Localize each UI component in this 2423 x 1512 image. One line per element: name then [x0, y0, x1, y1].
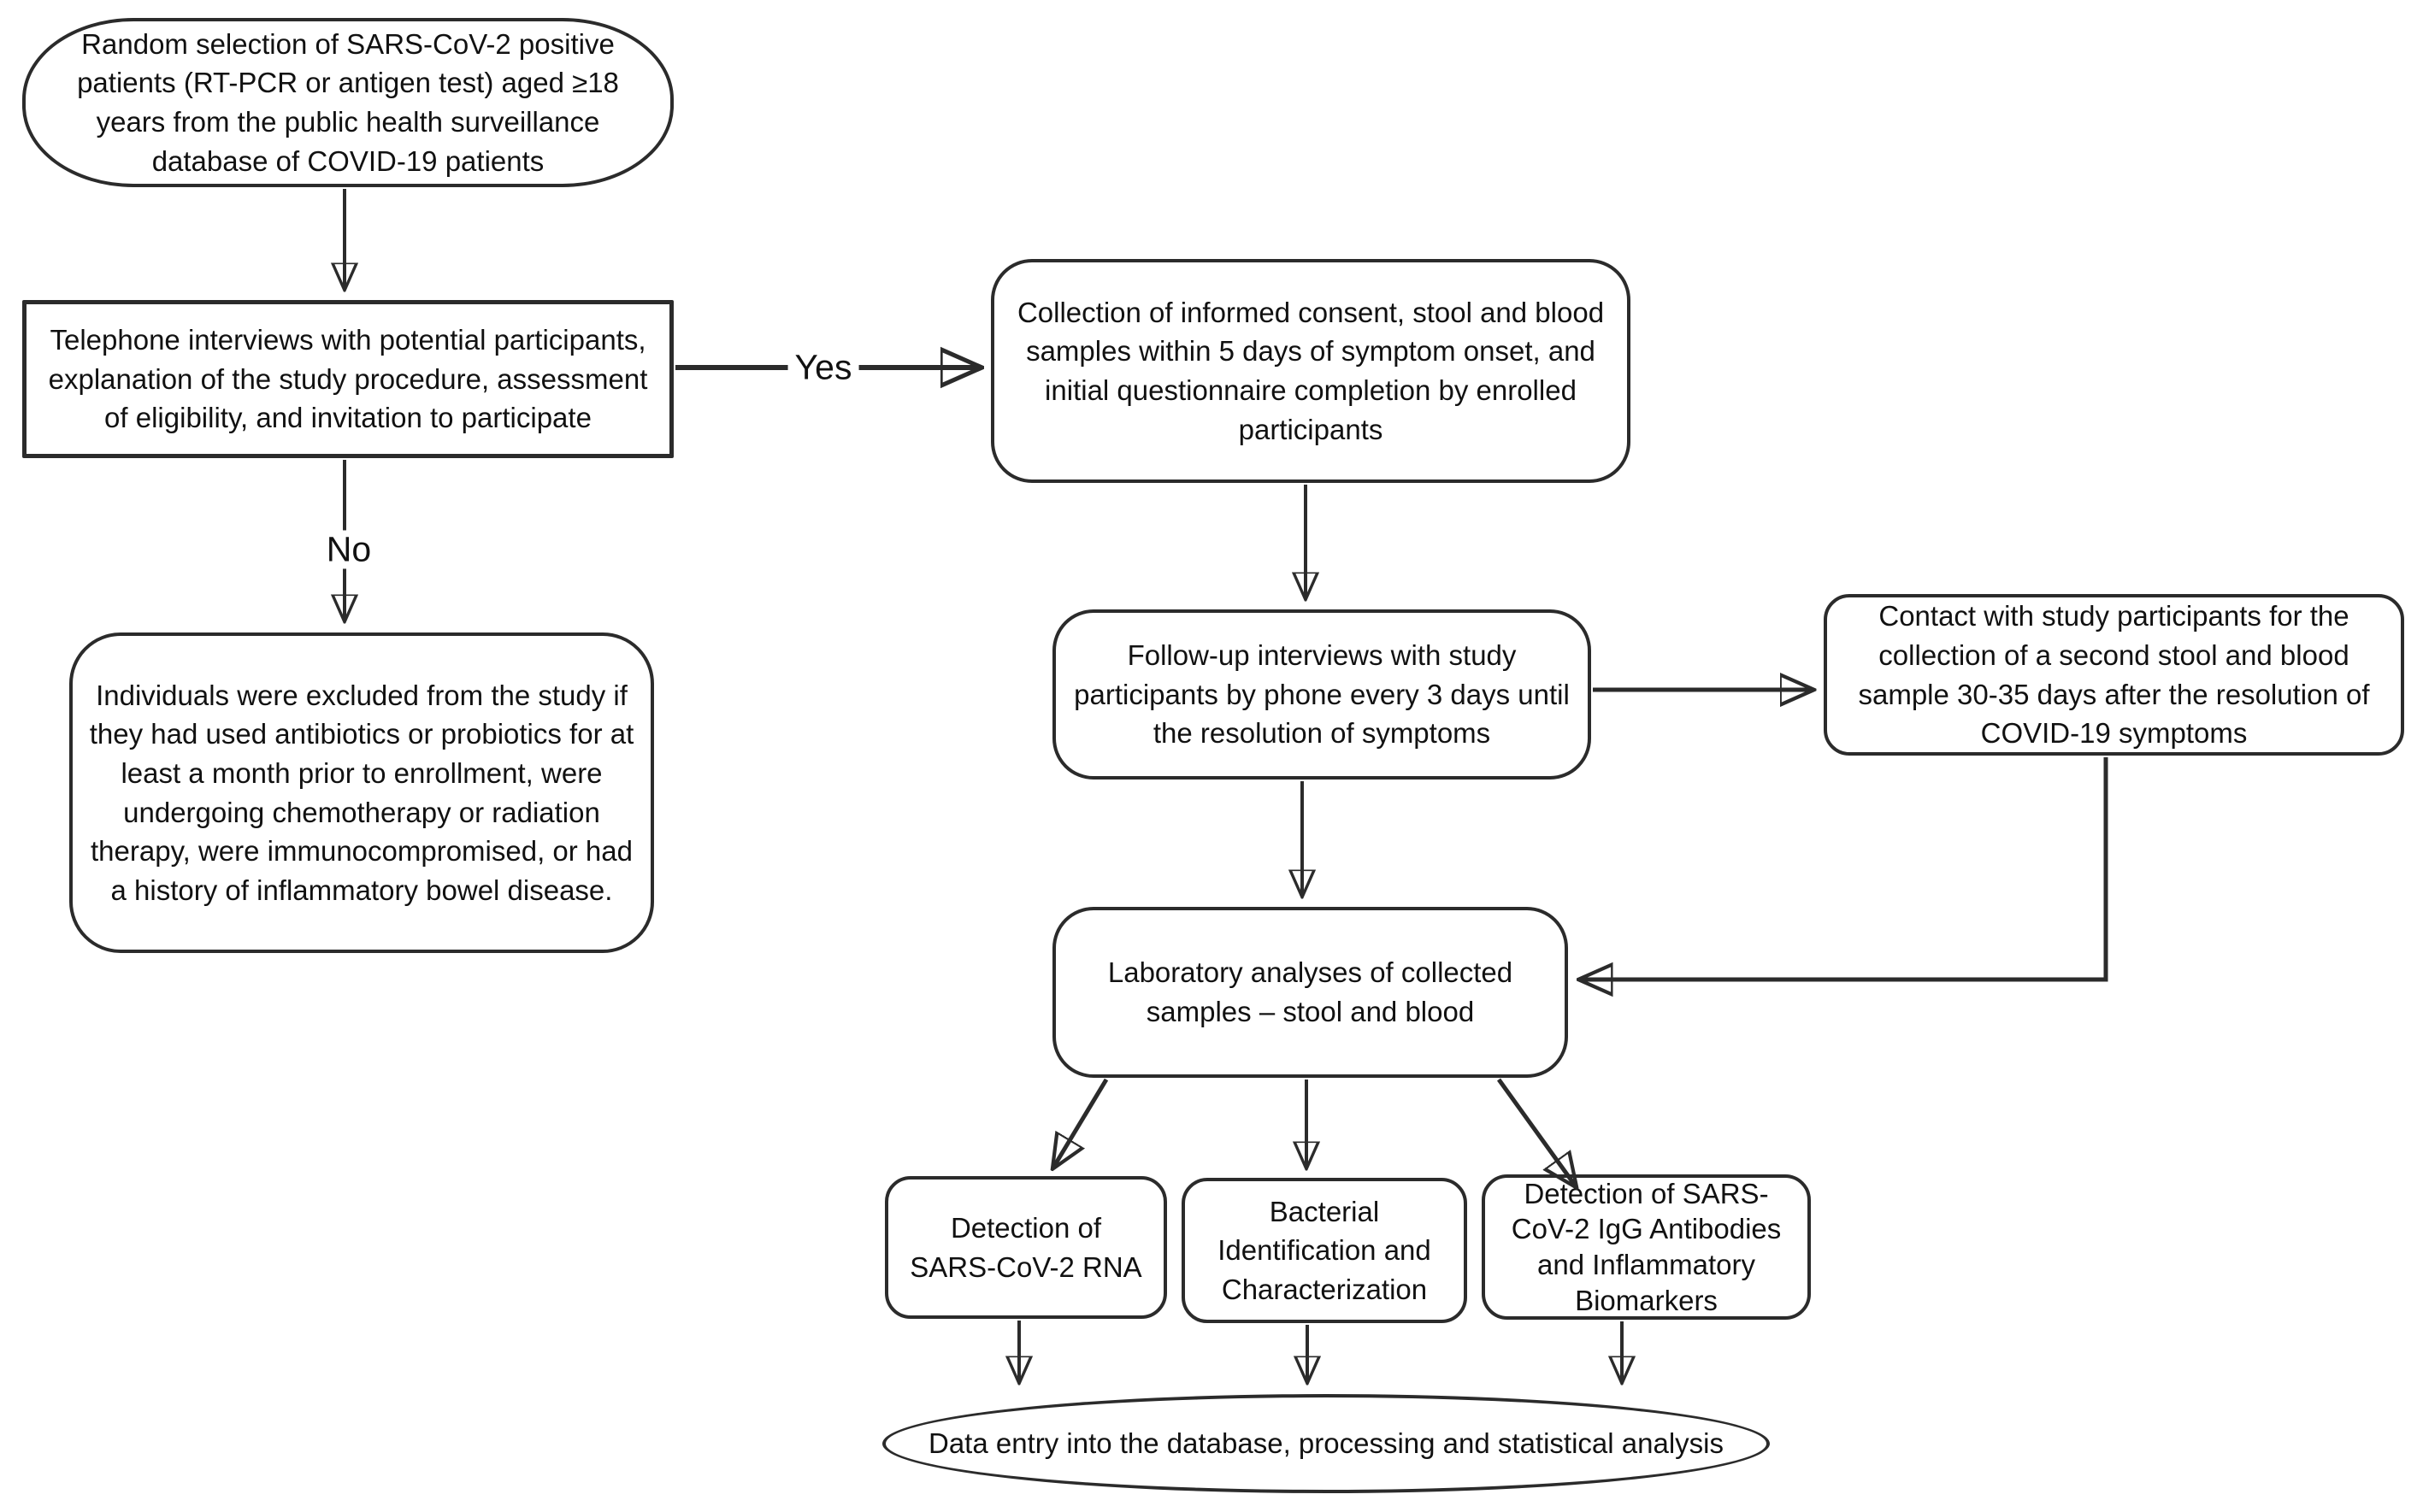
node-consent-collection: Collection of informed consent, stool an…	[991, 259, 1630, 483]
node-followup-interviews: Follow-up interviews with study particip…	[1052, 609, 1591, 780]
node-bacterial-identification: Bacterial Identification and Characteriz…	[1182, 1178, 1467, 1323]
edge-label-yes: Yes	[787, 348, 859, 387]
node-telephone-interviews: Telephone interviews with potential part…	[22, 300, 674, 458]
node-detection-rna: Detection of SARS-CoV-2 RNA	[885, 1176, 1167, 1319]
node-exclusion-criteria: Individuals were excluded from the study…	[69, 632, 654, 953]
node-data-entry: Data entry into the database, processing…	[882, 1394, 1770, 1493]
edge-label-no: No	[319, 530, 379, 569]
node-detection-igg-biomarkers: Detection of SARS-CoV-2 IgG Antibodies a…	[1482, 1174, 1811, 1320]
arrow-laboratory-to-rna	[1053, 1078, 1109, 1168]
node-random-selection: Random selection of SARS-CoV-2 positive …	[22, 18, 674, 187]
node-laboratory-analyses: Laboratory analyses of collected samples…	[1052, 907, 1568, 1078]
node-second-sample-contact: Contact with study participants for the …	[1824, 594, 2404, 756]
arrow-contact-to-laboratory	[1580, 757, 2108, 980]
arrow-laboratory-to-igg	[1496, 1078, 1576, 1186]
